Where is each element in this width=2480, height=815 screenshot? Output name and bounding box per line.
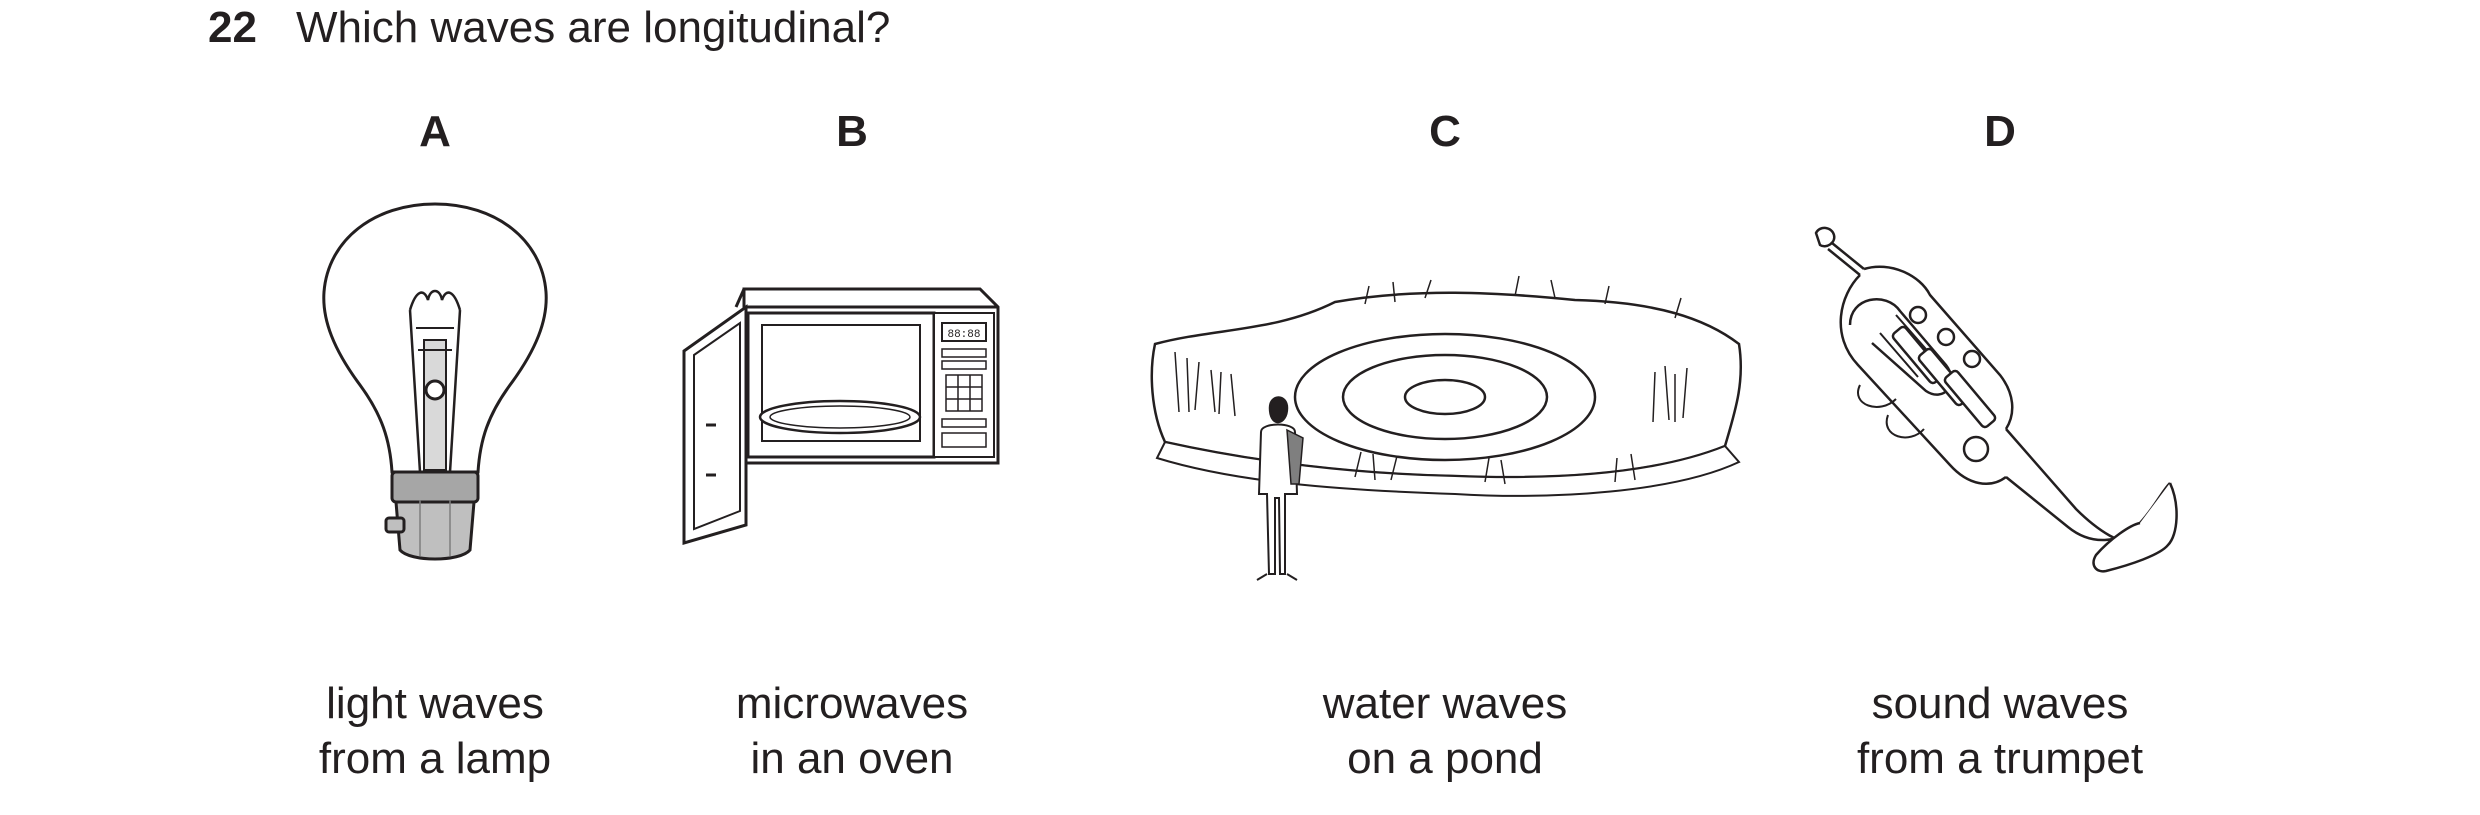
option-b[interactable]: B 88:88 microwaves in an oven bbox=[572, 0, 1132, 815]
question-text: Which waves are longitudinal? bbox=[296, 3, 891, 52]
option-a[interactable]: A light waves from a lamp bbox=[155, 0, 715, 815]
pond-ripples-icon bbox=[1135, 262, 1755, 602]
option-caption: microwaves in an oven bbox=[735, 679, 969, 783]
question-number: 22 bbox=[208, 3, 257, 52]
microwave-oven-icon: 88:88 bbox=[680, 285, 1010, 545]
option-caption: light waves from a lamp bbox=[318, 679, 552, 783]
option-d[interactable]: D sound waves from a trump bbox=[1720, 0, 2280, 815]
option-letter: D bbox=[1984, 107, 2016, 156]
option-letter: B bbox=[836, 107, 868, 156]
light-bulb-icon bbox=[320, 200, 550, 580]
option-caption: water waves on a pond bbox=[1322, 679, 1568, 783]
option-c[interactable]: C water waves on a pond bbox=[1165, 0, 1725, 815]
trumpet-icon bbox=[1800, 215, 2180, 595]
oven-clock-display: 88:88 bbox=[947, 329, 980, 341]
option-caption: sound waves from a trumpet bbox=[1856, 679, 2144, 783]
option-letter: C bbox=[1429, 107, 1461, 156]
option-letter: A bbox=[419, 107, 451, 156]
